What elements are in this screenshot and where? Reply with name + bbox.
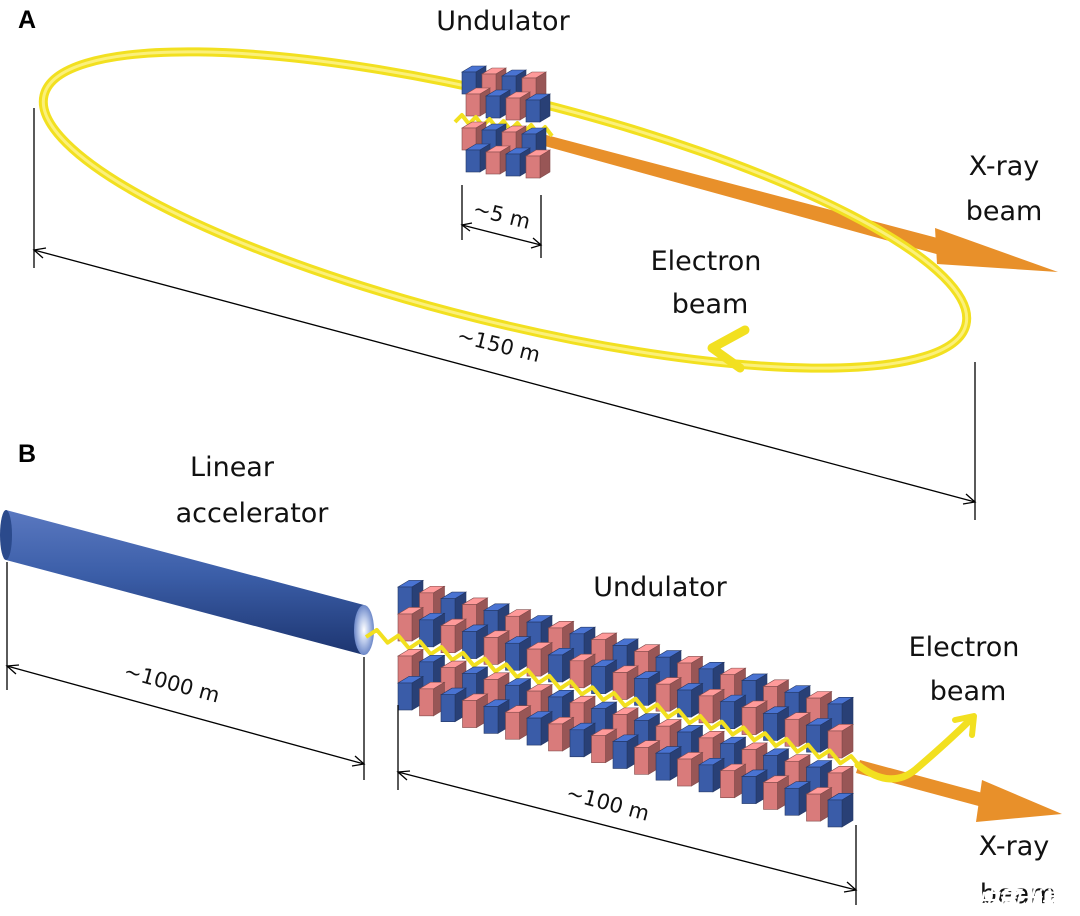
electron-beam-b-exit: [854, 713, 977, 783]
magnet-block: [504, 147, 532, 177]
dimension-150m: [32, 108, 977, 520]
electron-label-a-line2: beam: [672, 289, 749, 320]
magnet-block: [826, 723, 855, 759]
magnet-block: [805, 786, 833, 822]
magnet-block: [524, 93, 552, 123]
magnet-block: [590, 659, 618, 695]
magnet-block: [633, 671, 661, 706]
linear-accelerator: [0, 510, 374, 655]
magnet-block: [464, 143, 492, 173]
linac-label-line1: Linear: [190, 452, 275, 483]
electron-wiggle: [364, 627, 864, 771]
panel-a-label: A: [18, 6, 36, 34]
magnet-block: [520, 127, 548, 157]
linac-label-line2: accelerator: [176, 498, 330, 529]
magnet-block: [826, 792, 855, 828]
electron-label-b-line1: Electron: [909, 632, 1020, 663]
electron-label-b-line2: beam: [930, 676, 1007, 707]
dimension-100m: [396, 705, 858, 905]
linac-length: ~1000 m: [121, 659, 222, 708]
magnet-block: [740, 673, 769, 709]
xray-label-a-line2: beam: [966, 196, 1043, 227]
undulator-a-label: Undulator: [436, 6, 570, 37]
magnet-block: [461, 624, 489, 660]
electron-label-a-line1: Electron: [651, 246, 762, 277]
undulator-b-label: Undulator: [593, 572, 727, 603]
xray-label-a-line1: X-ray: [969, 151, 1040, 182]
undulator-b: [364, 579, 864, 828]
xray-label-b-line2: beam: [980, 879, 1057, 910]
xray-beam-a: [530, 132, 1058, 272]
dimension-5m: [460, 185, 543, 258]
undulator-a-length: ~5 m: [471, 197, 533, 234]
watermark: 澎湃号 @ 中国光学: [879, 887, 1065, 911]
magnet-block: [396, 606, 425, 642]
xray-beam-b: [856, 760, 1062, 822]
magnet-block: [524, 149, 552, 179]
xray-label-b-line1: X-ray: [979, 831, 1050, 862]
magnet-block: [525, 641, 554, 677]
panel-b-label: B: [18, 440, 36, 468]
magnet-block: [590, 632, 618, 668]
magnet-block: [504, 636, 532, 671]
undulator-b-length: ~100 m: [564, 781, 652, 826]
undulator-a: [453, 65, 554, 179]
magnet-block: [697, 757, 726, 793]
electron-direction-arrow-a: [707, 325, 750, 373]
dimension-1000m: [5, 562, 366, 780]
